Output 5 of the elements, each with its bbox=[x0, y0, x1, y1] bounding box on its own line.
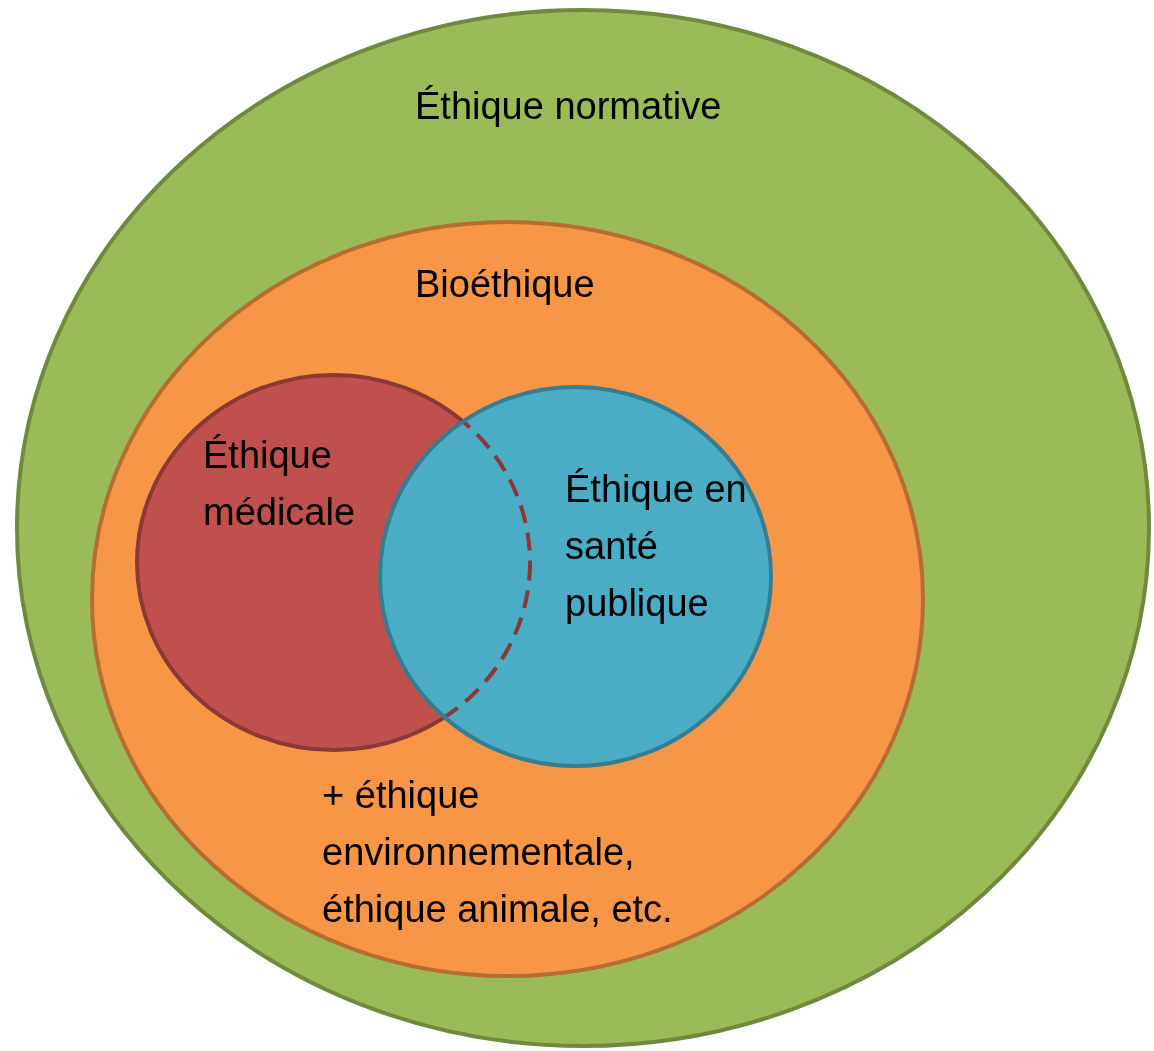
set-label: Éthique en santé publique bbox=[565, 467, 748, 626]
set-label: Éthique normative bbox=[415, 84, 723, 129]
note-text: + éthique environnementale, éthique animale, etc. bbox=[322, 773, 674, 932]
set-label: Bioéthique bbox=[415, 262, 596, 307]
set-label: Éthique médicale bbox=[203, 433, 357, 535]
